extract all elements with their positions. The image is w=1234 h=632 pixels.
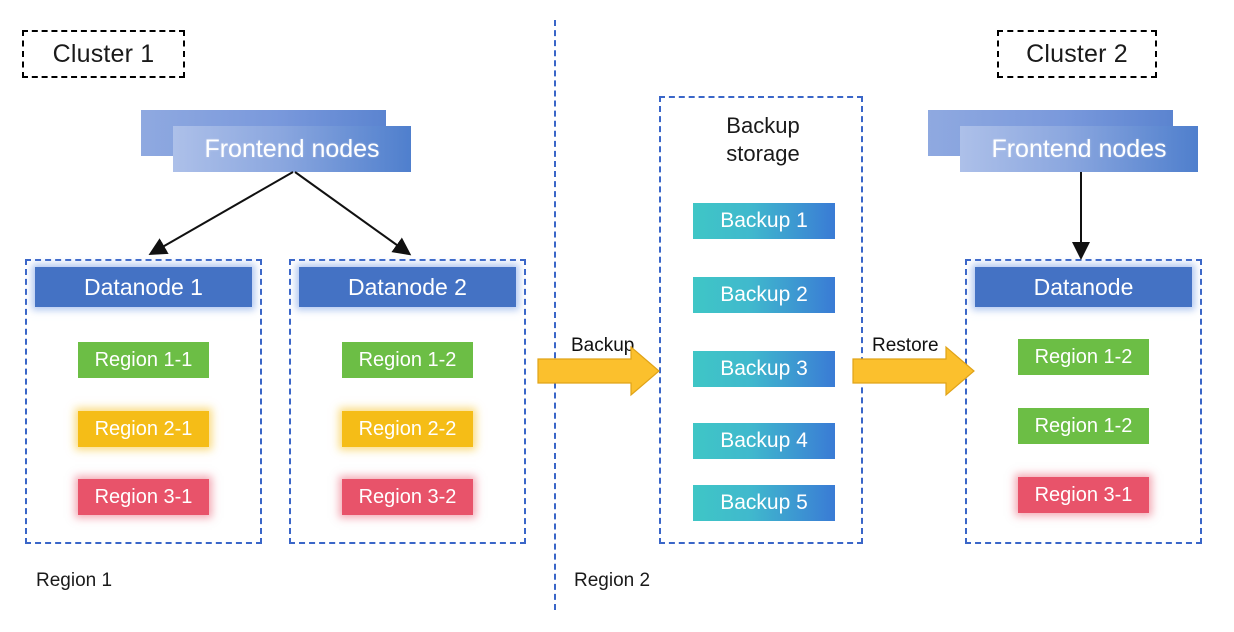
backup-chip-label: Backup 3 xyxy=(720,357,808,380)
cluster-2-tag: Cluster 2 xyxy=(997,30,1157,78)
frontend-nodes-front-layer: Frontend nodes xyxy=(173,126,411,172)
frontend-to-datanode-2-connector xyxy=(294,171,412,256)
region-chip[interactable]: Region 2-2 xyxy=(342,411,473,447)
restore-flow-label: Restore xyxy=(872,335,939,356)
cluster-1-tag-label: Cluster 1 xyxy=(52,39,155,68)
datanode-1-title: Datanode 1 xyxy=(84,273,203,300)
backup-chip-label: Backup 1 xyxy=(720,209,808,232)
datanode-2-title: Datanode 2 xyxy=(348,273,467,300)
region-chip-label: Region 2-2 xyxy=(358,417,457,440)
backup-chip-label: Backup 2 xyxy=(720,283,808,306)
backup-flow-label: Backup xyxy=(571,335,635,356)
backup-chip[interactable]: Backup 5 xyxy=(693,485,835,521)
right-datanode-container: Datanode Region 1-2 Region 1-2 Region 3-… xyxy=(965,259,1202,544)
region-chip-label: Region 2-1 xyxy=(94,417,193,440)
datanode-1-header[interactable]: Datanode 1 xyxy=(35,267,252,307)
datanode-2-container: Datanode 2 Region 1-2 Region 2-2 Region … xyxy=(289,259,526,544)
cluster-1-tag: Cluster 1 xyxy=(22,30,185,78)
region-chip-label: Region 3-1 xyxy=(1034,483,1133,506)
right-datanode-header[interactable]: Datanode xyxy=(975,267,1192,307)
region-chip-label: Region 1-2 xyxy=(358,348,457,371)
region-divider xyxy=(554,20,556,610)
region-chip[interactable]: Region 1-2 xyxy=(1018,339,1149,375)
region-chip[interactable]: Region 1-2 xyxy=(342,342,473,378)
datanode-2-header[interactable]: Datanode 2 xyxy=(299,267,516,307)
backup-storage-container: Backup storage Backup 1 Backup 2 Backup … xyxy=(659,96,863,544)
cluster-1-frontend-label: Frontend nodes xyxy=(204,134,380,163)
cluster-1-frontend-nodes[interactable]: Frontend nodes xyxy=(141,110,411,172)
cluster-2-frontend-label: Frontend nodes xyxy=(991,134,1167,163)
cluster-2-frontend-nodes[interactable]: Frontend nodes xyxy=(928,110,1198,172)
region-chip-label: Region 1-2 xyxy=(1034,345,1133,368)
backup-chip-label: Backup 5 xyxy=(720,491,808,514)
region-chip[interactable]: Region 2-1 xyxy=(78,411,209,447)
right-datanode-title: Datanode xyxy=(1033,273,1134,300)
backup-chip[interactable]: Backup 3 xyxy=(693,351,835,387)
datanode-1-container: Datanode 1 Region 1-1 Region 2-1 Region … xyxy=(25,259,262,544)
cluster-2-tag-label: Cluster 2 xyxy=(1026,39,1128,68)
region-chip-label: Region 1-2 xyxy=(1034,414,1133,437)
backup-chip[interactable]: Backup 4 xyxy=(693,423,835,459)
region-2-footer-label: Region 2 xyxy=(574,570,651,591)
frontend-nodes-front-layer: Frontend nodes xyxy=(960,126,1198,172)
backup-chip[interactable]: Backup 1 xyxy=(693,203,835,239)
backup-chip[interactable]: Backup 2 xyxy=(693,277,835,313)
region-chip[interactable]: Region 3-2 xyxy=(342,479,473,515)
frontend-to-datanode-1-connector xyxy=(148,171,294,255)
region-chip[interactable]: Region 3-1 xyxy=(78,479,209,515)
region-chip[interactable]: Region 1-2 xyxy=(1018,408,1149,444)
backup-chip-label: Backup 4 xyxy=(720,429,808,452)
backup-storage-title: Backup storage xyxy=(726,113,800,166)
region-chip[interactable]: Region 1-1 xyxy=(78,342,209,378)
region-chip-label: Region 3-1 xyxy=(94,485,193,508)
region-chip[interactable]: Region 3-1 xyxy=(1018,477,1149,513)
region-1-footer-label: Region 1 xyxy=(36,570,113,591)
region-chip-label: Region 1-1 xyxy=(94,348,193,371)
region-chip-label: Region 3-2 xyxy=(358,485,457,508)
